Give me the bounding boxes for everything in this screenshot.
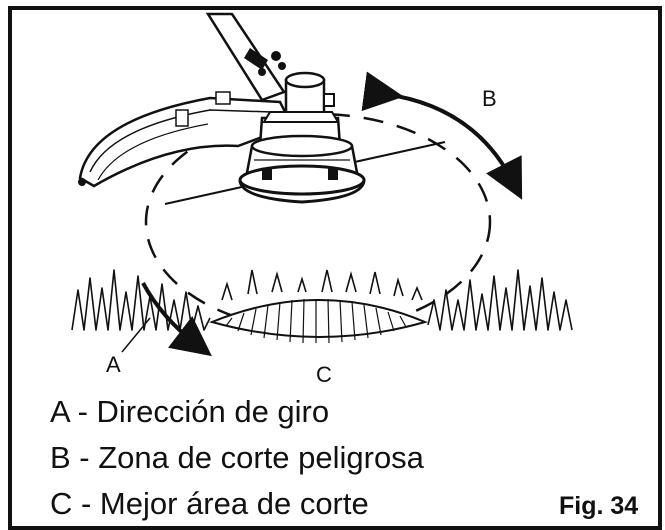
best-cutting-area (212, 299, 425, 343)
legend-item-a: A - Dirección de giro (50, 394, 329, 430)
rotation-direction-arrow (143, 283, 196, 344)
label-c: C (316, 362, 332, 388)
grass-left (72, 270, 210, 330)
trimmer-cutting-head (240, 136, 364, 202)
legend-item-b: B - Zona de corte peligrosa (50, 440, 424, 476)
grass-right (428, 270, 572, 330)
figure-label: Fig. 34 (559, 492, 638, 521)
label-a: A (106, 352, 121, 378)
legend-item-c: C - Mejor área de corte (50, 486, 369, 522)
trimmer-shaft (208, 14, 286, 100)
label-a-leader (122, 318, 150, 352)
label-b: B (482, 86, 497, 112)
grass-stubs (222, 270, 422, 300)
